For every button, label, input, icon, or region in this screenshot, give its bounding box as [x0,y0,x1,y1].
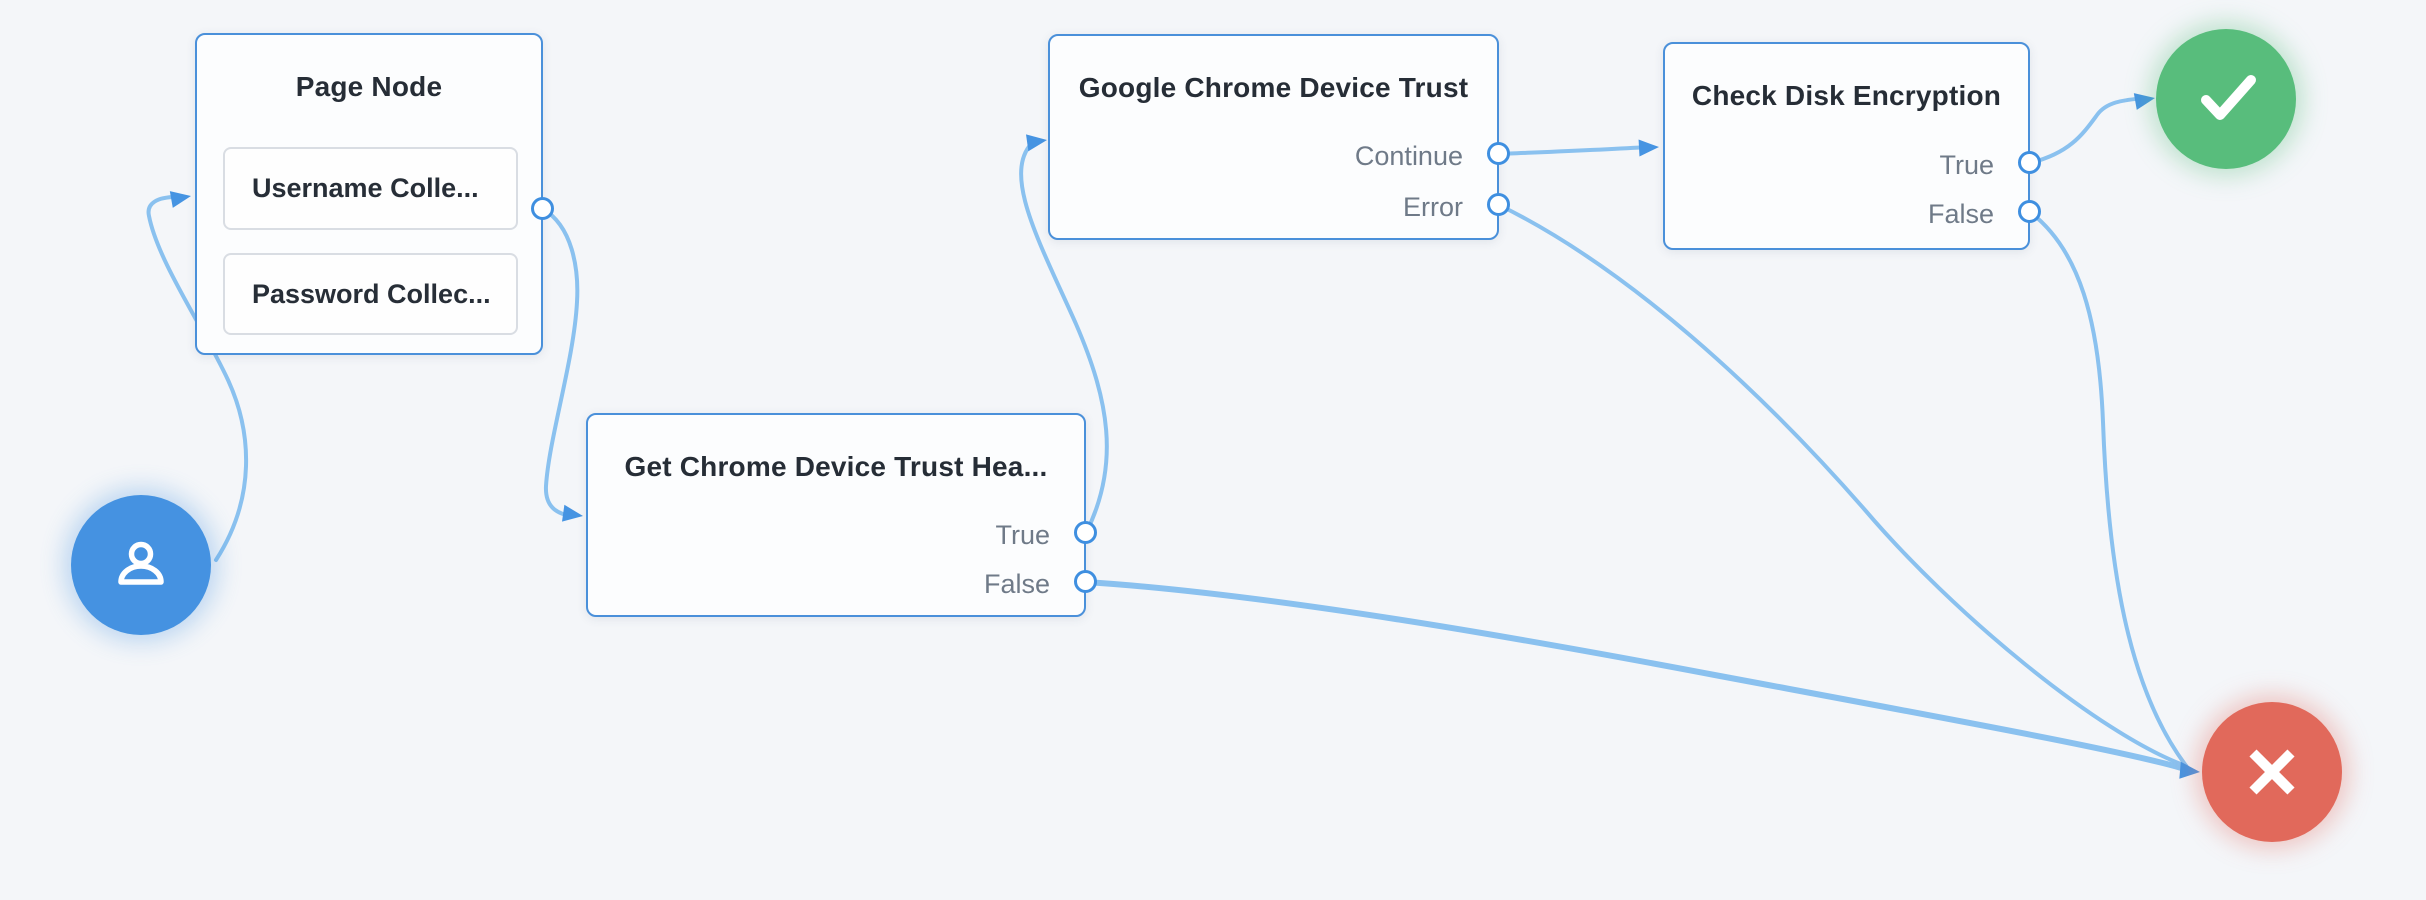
failure-node[interactable] [2202,702,2342,842]
port-gcdt-error[interactable] [1487,193,1510,216]
start-node[interactable] [71,495,211,635]
edge-get-cdt-false-to-failure[interactable] [1083,579,2191,773]
node-page-node[interactable]: Page Node Username Colle... Password Col… [195,33,543,355]
node-check-disk-encryption[interactable]: Check Disk Encryption True False [1663,42,2030,250]
arrowhead-into-gcdt [1026,134,1047,152]
edge-gcdt-continue-to-cde[interactable] [1497,145,1650,156]
port-page-node-out[interactable] [531,197,554,220]
field-username-collector[interactable]: Username Colle... [223,147,518,230]
arrowhead-into-failure [2179,761,2200,779]
field-label: Password Collec... [252,278,491,309]
output-label-error: Error [1403,192,1463,222]
output-label-false: False [983,569,1050,599]
port-cde-true[interactable] [2018,151,2041,174]
node-title: Google Chrome Device Trust [1078,72,1469,103]
node-title: Page Node [295,71,443,102]
node-get-chrome-device-trust[interactable]: Get Chrome Device Trust Hea... True Fals… [586,413,1086,617]
arrowhead-into-page-node [169,191,191,208]
node-title: Get Chrome Device Trust Hea... [624,451,1048,482]
success-node[interactable] [2156,29,2296,169]
output-label-true: True [995,520,1050,550]
port-gcdt-continue[interactable] [1487,142,1510,165]
edge-cde-true-to-success[interactable] [2028,96,2146,165]
field-label: Username Colle... [252,173,479,203]
port-get-cdt-true[interactable] [1074,521,1097,544]
output-label-continue: Continue [1354,141,1463,171]
arrowhead-into-success [2133,93,2155,110]
edge-cde-false-to-failure[interactable] [2028,210,2189,769]
arrowhead-into-cde [1638,139,1659,157]
port-cde-false[interactable] [2018,200,2041,223]
port-get-cdt-false[interactable] [1074,570,1097,593]
node-title: Check Disk Encryption [1691,80,2002,111]
arrowhead-into-get-cdt [562,504,583,522]
x-icon [2249,749,2295,795]
edge-get-cdt-true-to-gcdt[interactable] [1019,139,1109,535]
node-google-chrome-device-trust[interactable]: Google Chrome Device Trust Continue Erro… [1048,34,1499,240]
output-label-false: False [1927,199,1994,229]
field-password-collector[interactable]: Password Collec... [223,253,518,335]
check-icon [2201,75,2256,120]
output-label-true: True [1939,150,1994,180]
edge-gcdt-error-to-failure[interactable] [1497,203,2188,768]
edge-page-node-to-get-cdt[interactable] [541,207,580,518]
user-icon [118,541,164,585]
